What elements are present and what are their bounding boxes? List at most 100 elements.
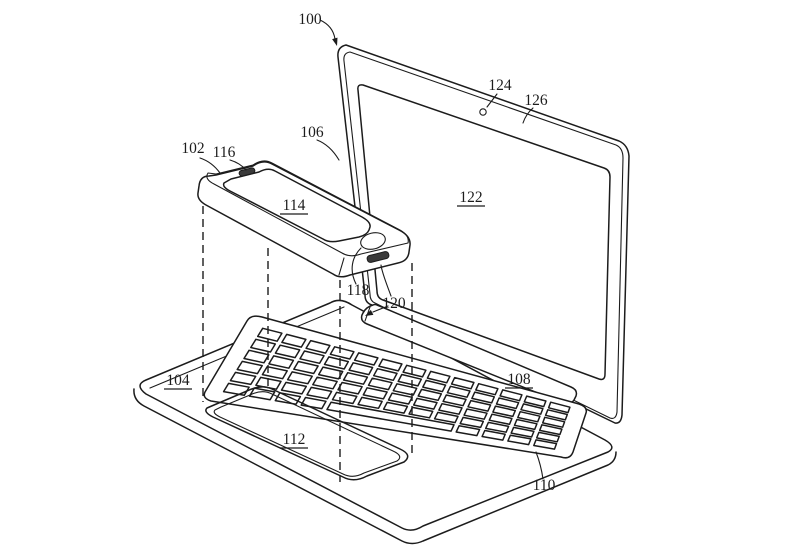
camera-icon xyxy=(479,108,487,116)
keyboard-key xyxy=(471,391,496,404)
keyboard-key xyxy=(417,388,443,402)
label-122: 122 xyxy=(459,189,482,206)
keyboard-key xyxy=(544,409,569,421)
keyboard-key xyxy=(520,403,544,415)
keyboard-key xyxy=(408,406,434,419)
keyboard-key xyxy=(378,358,403,372)
keyboard-key xyxy=(256,327,283,342)
label-120: 120 xyxy=(382,295,406,312)
phone-top-face xyxy=(206,160,409,257)
phone xyxy=(197,160,411,278)
keyboard-key xyxy=(450,376,475,390)
earpiece-speaker-icon xyxy=(238,167,256,177)
leader-106 xyxy=(316,139,340,161)
keyboard-key xyxy=(541,416,566,428)
label-104: 104 xyxy=(166,372,190,389)
keyboard-key xyxy=(397,373,423,387)
keyboard xyxy=(203,315,588,459)
label-112: 112 xyxy=(283,431,306,448)
label-102: 102 xyxy=(181,140,204,157)
keyboard-key xyxy=(293,360,319,375)
keyboard-key xyxy=(250,338,277,353)
keyboard-key xyxy=(323,356,350,370)
label-114: 114 xyxy=(283,197,306,214)
label-100: 100 xyxy=(298,11,322,28)
arrowhead-120 xyxy=(365,309,374,316)
keyboard-key xyxy=(382,401,409,414)
keyboard-key xyxy=(299,350,325,365)
leader-118 xyxy=(351,247,362,285)
leader-100 xyxy=(319,19,336,40)
keyboard-key xyxy=(547,401,571,414)
keyboard-key xyxy=(535,431,560,443)
keyboard-key xyxy=(463,408,488,420)
label-124: 124 xyxy=(488,77,512,94)
leader-116 xyxy=(229,159,247,171)
laptop-lid xyxy=(337,44,630,424)
keyboard-key xyxy=(459,416,485,429)
keyboard-key xyxy=(455,425,481,437)
home-button xyxy=(360,232,386,250)
keyboard-key xyxy=(353,352,379,366)
keyboard-key xyxy=(236,360,263,375)
lid-outer-outline xyxy=(337,44,630,424)
leader-124 xyxy=(486,93,498,108)
keyboard-key xyxy=(348,362,374,376)
keyboard-key xyxy=(280,381,308,395)
keyboard-key xyxy=(274,392,302,405)
keyboard-key xyxy=(387,392,413,405)
keyboard-key xyxy=(317,366,344,380)
keyboard-key xyxy=(342,371,369,385)
label-118: 118 xyxy=(347,282,370,299)
leader-120-port xyxy=(380,264,392,297)
phone-body-outline xyxy=(197,161,411,278)
leader-126 xyxy=(522,107,534,124)
keyboard-key xyxy=(331,391,358,405)
keyboard-key xyxy=(306,386,333,400)
base-side-edge xyxy=(133,388,617,545)
arrowhead-100 xyxy=(332,37,338,46)
keyboard-key xyxy=(392,383,418,396)
label-106: 106 xyxy=(300,124,324,141)
keyboard-key xyxy=(533,439,558,450)
leader-110 xyxy=(535,451,544,480)
keyboard-key xyxy=(422,379,447,393)
keyboard-key xyxy=(433,411,459,424)
keyboard-key xyxy=(438,402,463,415)
keyboard-key xyxy=(513,418,538,431)
keyboard-key xyxy=(481,429,506,441)
keyboard-key xyxy=(510,426,535,438)
keyboard-key xyxy=(523,395,547,408)
phone-screen xyxy=(222,168,371,243)
keyboard-key xyxy=(286,371,313,385)
connector-port-icon xyxy=(366,251,390,263)
keyboard-key xyxy=(484,421,510,433)
keyboard-key xyxy=(362,387,388,400)
keyboard-key xyxy=(329,346,355,360)
dock-recess xyxy=(205,386,409,481)
keyboard-key xyxy=(243,349,270,364)
label-126: 126 xyxy=(524,92,548,109)
keyboard-key xyxy=(372,367,398,382)
phone-edge-line xyxy=(338,257,345,276)
label-108: 108 xyxy=(507,371,531,388)
display-screen xyxy=(357,84,611,381)
keyboard-key xyxy=(495,397,520,410)
keyboard-spacebar-key xyxy=(326,401,455,432)
keyboard-key xyxy=(488,413,513,426)
label-116: 116 xyxy=(213,144,236,161)
recess-outer-rim xyxy=(205,386,409,481)
keyboard-key xyxy=(426,370,451,384)
reference-labels: 100 102 104 106 108 110 112 114 116 118 … xyxy=(164,11,556,494)
keyboard-key xyxy=(442,394,467,407)
keyboard-key xyxy=(357,396,383,410)
leader-102 xyxy=(199,157,221,174)
keyboard-key xyxy=(507,434,532,446)
leader-120-ridge xyxy=(372,305,389,313)
keyboard-key xyxy=(467,399,492,412)
keyboard-key xyxy=(499,389,523,402)
keyboard-key xyxy=(268,355,295,369)
keyboard-key xyxy=(538,424,563,436)
